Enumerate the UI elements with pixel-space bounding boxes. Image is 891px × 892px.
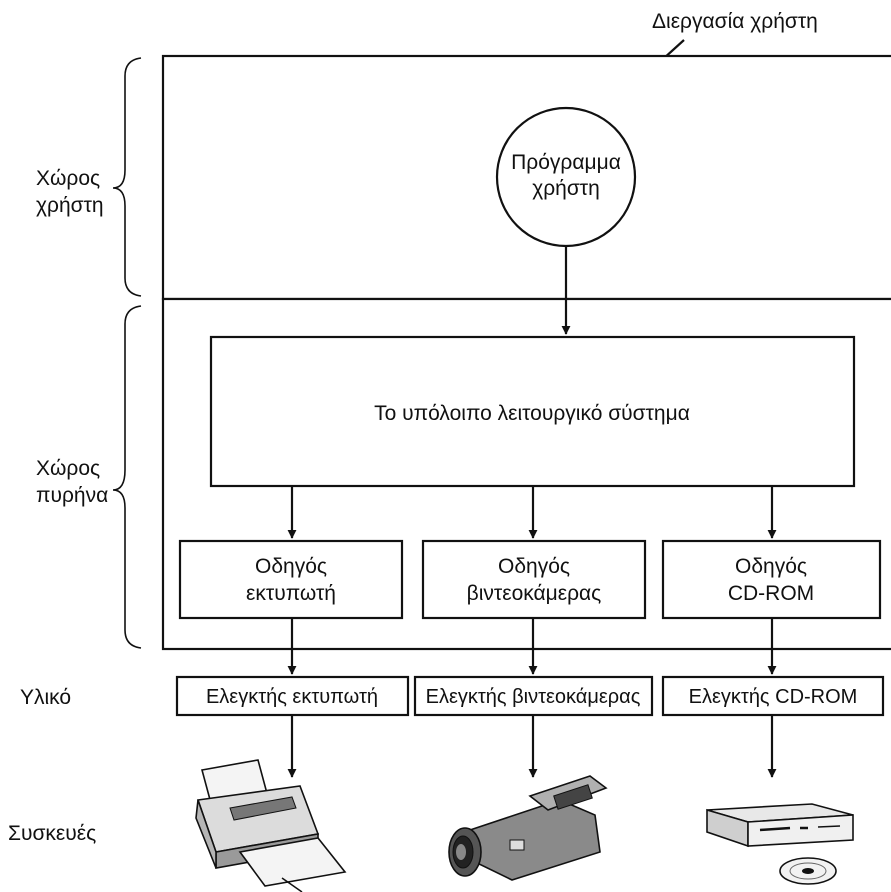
cd-disc-icon [779,857,837,885]
kernel-space-brace [112,305,142,649]
printer-driver-label-1: Οδηγός [255,555,327,578]
kernel-space-label-2: πυρήνα [36,484,108,507]
printer-driver-label-2: εκτυπωτή [246,582,336,605]
camcorder-icon [448,775,608,881]
rest-of-os-label: Το υπόλοιπο λειτουργικό σύστημα [374,402,690,425]
cdrom-driver-label-2: CD-ROM [728,582,814,605]
hardware-label: Υλικό [20,686,71,709]
camcorder-controller-label: Ελεγκτής βιντεοκάμερας [426,686,641,708]
camcorder-driver-label-2: βιντεοκάμερας [467,582,602,605]
camcorder-controller-box [413,675,654,717]
printer-driver-box [178,539,404,620]
user-program-label-1: Πρόγραμμα [511,151,621,174]
printer-controller-box [175,675,410,717]
cdrom-controller-label: Ελεγκτής CD-ROM [689,686,858,708]
devices-label: Συσκευές [8,822,96,845]
user-space-label-2: χρήστη [36,194,104,217]
user-process-label: Διεργασία χρήστη [652,10,818,33]
cdrom-driver-box [661,539,882,620]
user-space-brace [112,57,142,297]
printer-icon [195,759,347,892]
user-program-label-2: χρήστη [532,177,600,200]
kernel-space-label-1: Χώρος [36,457,100,480]
camcorder-driver-label-1: Οδηγός [498,555,570,578]
camcorder-driver-box [421,539,647,620]
printer-controller-label: Ελεγκτής εκτυπωτή [206,686,378,708]
rest-of-os-box [209,335,856,488]
cdrom-controller-box [661,675,885,717]
user-space-label-1: Χώρος [36,167,100,190]
cdrom-driver-label-1: Οδηγός [735,555,807,578]
cdrom-drive-icon [706,803,854,848]
